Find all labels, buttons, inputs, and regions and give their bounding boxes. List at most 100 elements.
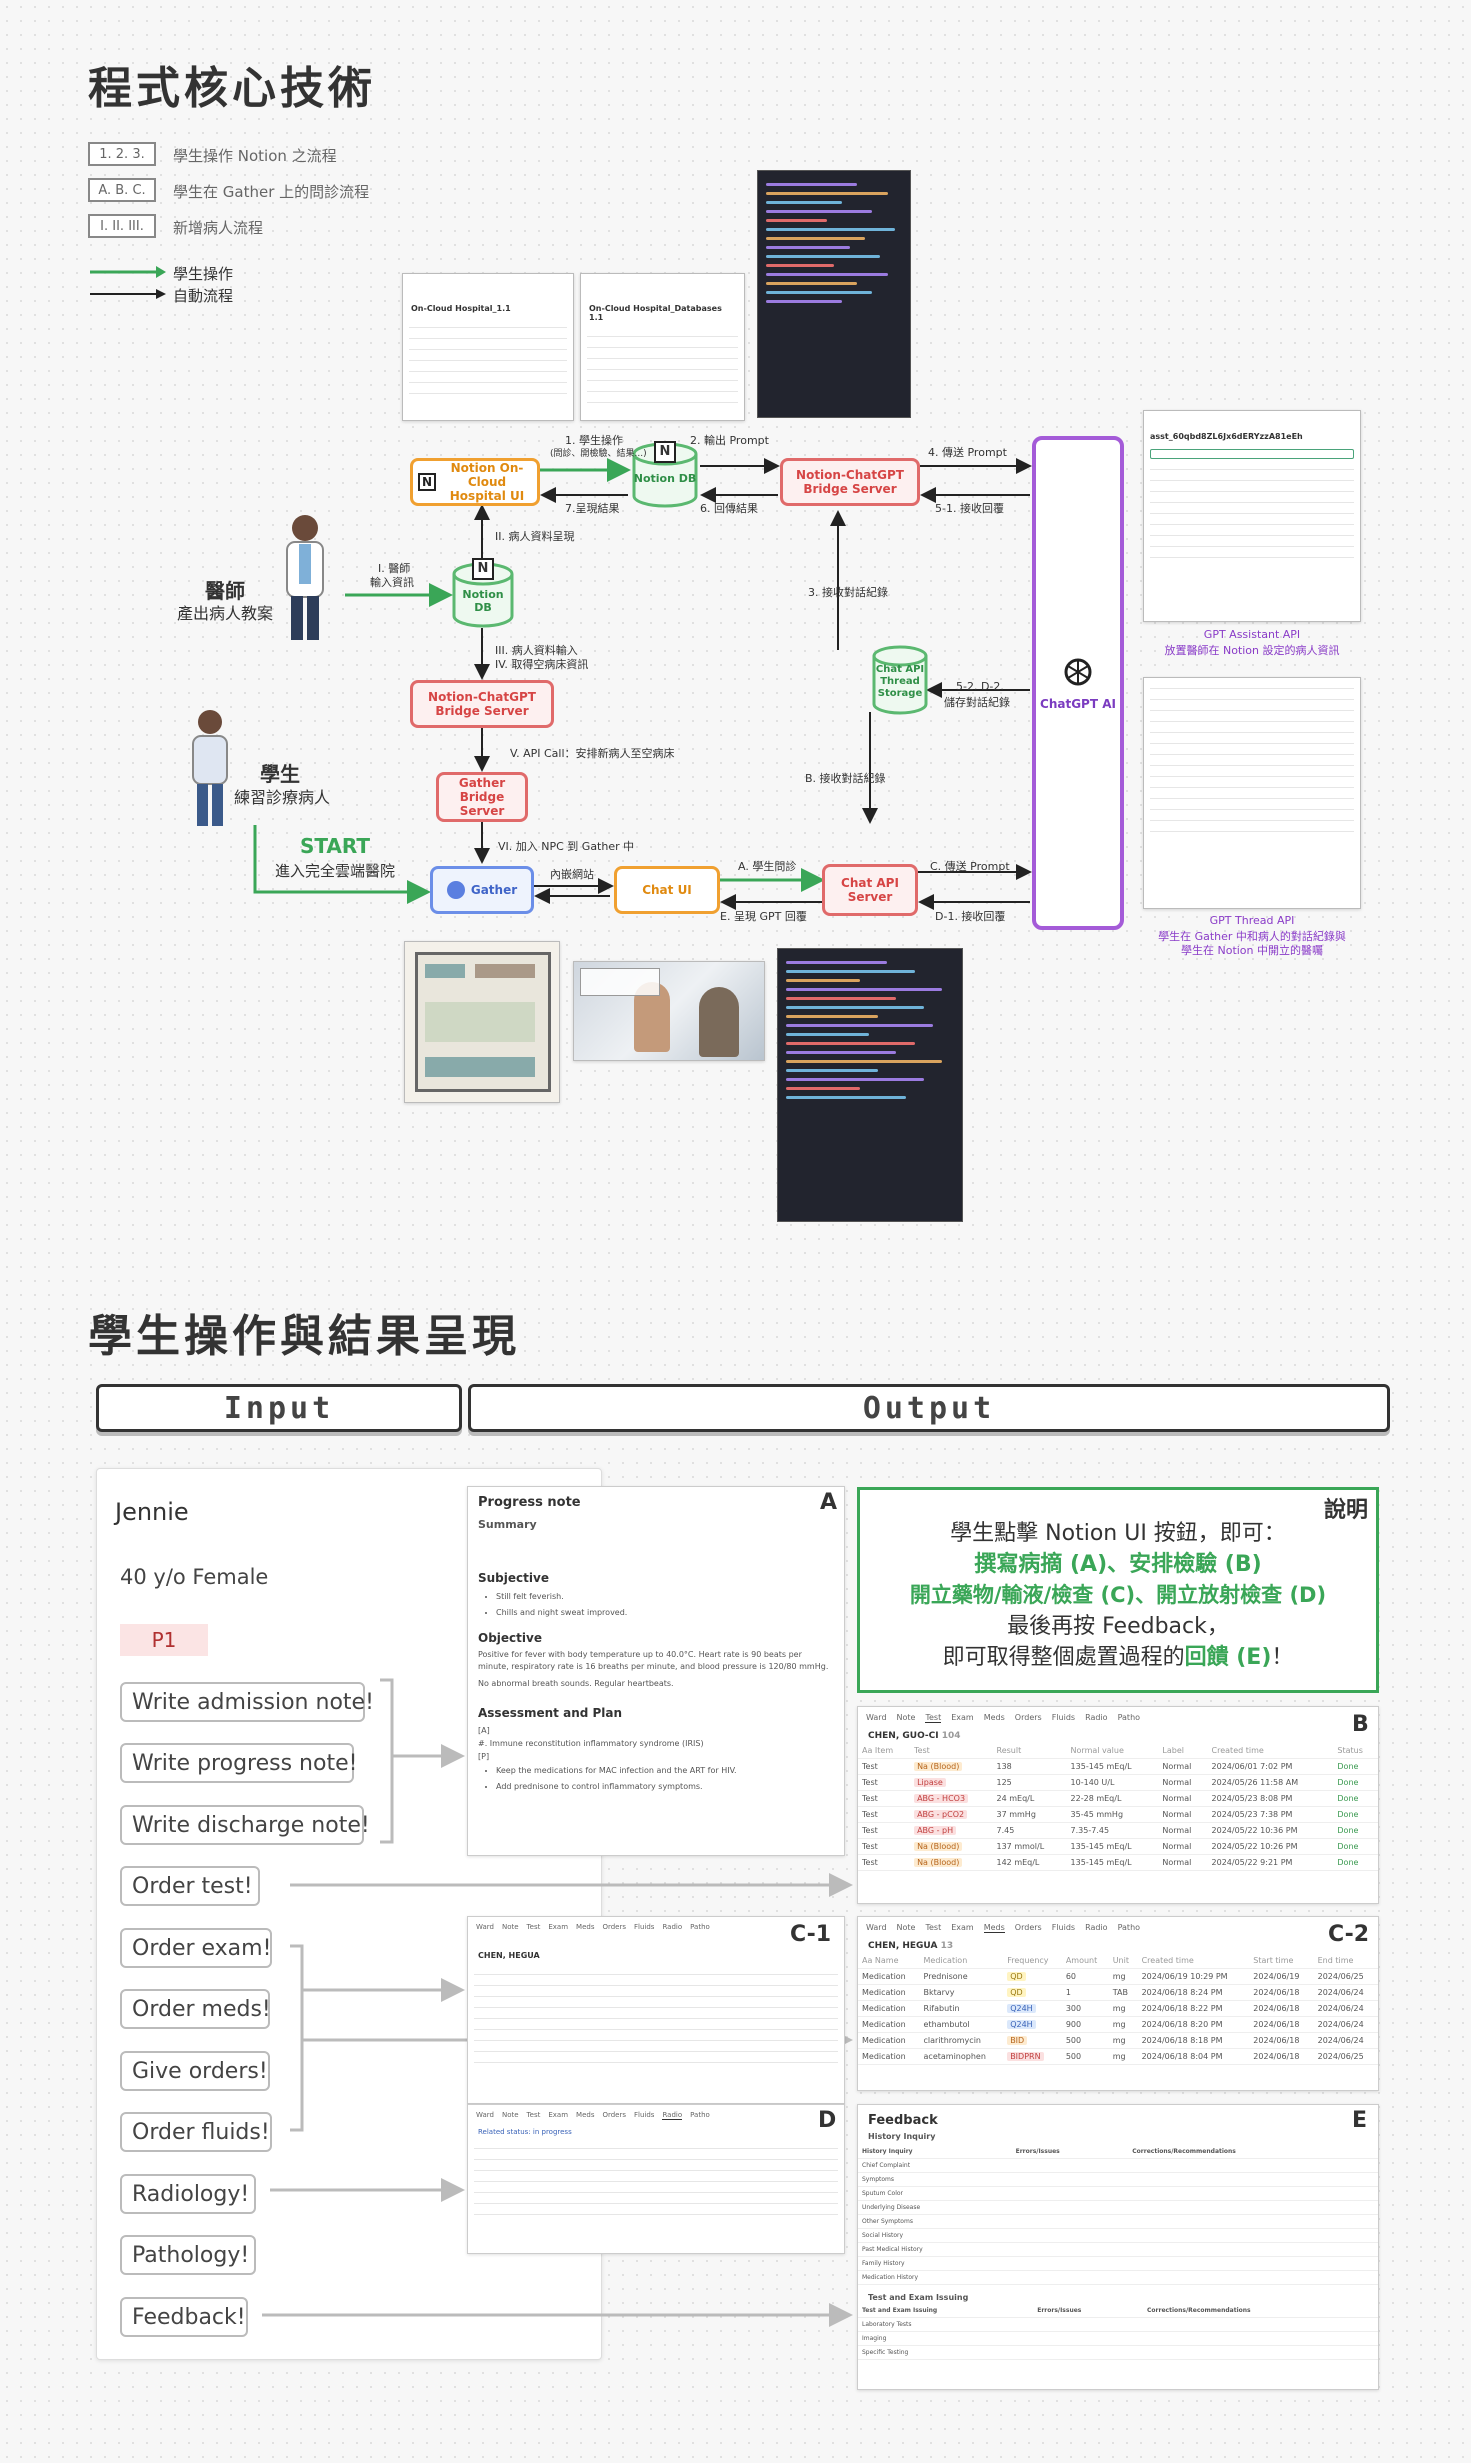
label-embed: 內嵌網站 (550, 868, 594, 881)
meds-count: 13 (940, 1941, 954, 1951)
pn-s-item-2: Chills and night sweat improved. (496, 1605, 844, 1621)
table-row: Imaging (858, 2331, 1378, 2346)
tab-fluids[interactable]: Fluids (1051, 1713, 1076, 1722)
student-label: 學生 (260, 762, 300, 786)
patient-tag: P1 (120, 1624, 208, 1656)
tab-radio[interactable]: Radio (1085, 1713, 1108, 1722)
radiology-button[interactable]: Radiology! (120, 2174, 256, 2214)
order-meds-button[interactable]: Order meds! (120, 1989, 271, 2029)
tab-ward[interactable]: Ward (866, 1713, 887, 1722)
tab-orders[interactable]: Orders (1014, 1713, 1042, 1722)
tab-patho[interactable]: Patho (1117, 1713, 1141, 1722)
section2-title: 學生操作與結果呈現 (88, 1311, 520, 1362)
feedback-panel: Feedback History Inquiry History Inquiry… (857, 2104, 1379, 2390)
section1-title: 程式核心技術 (88, 63, 376, 114)
order-test-button[interactable]: Order test! (120, 1866, 260, 1906)
bridge-server2-node: Notion-ChatGPT Bridge Server (410, 680, 554, 728)
explain-line-5c: ！ (1271, 1645, 1294, 1670)
pn-summary: Summary (478, 1518, 537, 1531)
pathology-button[interactable]: Pathology! (120, 2235, 256, 2275)
gather-node: Gather (430, 866, 534, 914)
label-5-1: 5-1. 接收回覆 (935, 502, 1004, 515)
databases-screenshot: On-Cloud Hospital_Databases 1.1 (580, 273, 745, 421)
legend-code-3: I. II. III. (88, 214, 156, 238)
progress-note-title: Progress note (478, 1495, 581, 1510)
meds-patient: CHEN, HEGUA (868, 1941, 938, 1951)
pn-ap-a: [A] (478, 1726, 490, 1735)
assistant-api-sub: 放置醫師在 Notion 設定的病人資訊 (1164, 644, 1340, 657)
write-admission-note-button[interactable]: Write admission note! (120, 1682, 374, 1722)
label-1b: (問診、開檢驗、結果...) (550, 449, 647, 459)
table-row: Underlying Disease (858, 2200, 1378, 2215)
legend-text-1: 學生操作 Notion 之流程 (173, 147, 337, 165)
notion-logo-icon: N (654, 441, 676, 463)
test-tabs: Ward Note Test Exam Meds Orders Fluids Radio Pat… (858, 1707, 1378, 1729)
doctor-sub: 產出病人教案 (176, 604, 273, 623)
explain-line-4: 最後再按 Feedback， (1007, 1614, 1229, 1639)
notion-db-label: Notion DB (633, 472, 697, 485)
label-1: 1. 學生操作 (565, 434, 623, 447)
order-fluids-button[interactable]: Order fluids! (120, 2112, 272, 2152)
explain-box: 說明 學生點擊 Notion UI 按鈕，即可： 撰寫病摘 (A)、安排檢驗 (… (857, 1487, 1379, 1693)
write-progress-note-button[interactable]: Write progress note! (120, 1743, 357, 1783)
flow-connectors (253, 458, 1032, 910)
pn-ap-p: [P] (478, 1752, 490, 1761)
explain-line-5b: 回饋 (E) (1184, 1645, 1272, 1670)
thread-storage-node (872, 645, 928, 715)
feedback-button[interactable]: Feedback! (120, 2297, 248, 2337)
label-IV: IV. 取得空病床資訊 (495, 658, 589, 671)
pn-ap-a1: #. Immune reconstitution inflammatory sy… (478, 1739, 704, 1748)
write-discharge-note-button[interactable]: Write discharge note! (120, 1805, 370, 1845)
order-exam-button[interactable]: Order exam! (120, 1928, 272, 1968)
give-orders-button[interactable]: Give orders! (120, 2051, 270, 2091)
gather-map-screenshot (404, 941, 560, 1103)
table-row: Symptoms (858, 2172, 1378, 2187)
table-row: Specific Testing (858, 2345, 1378, 2360)
tab-note[interactable]: Note (896, 1713, 916, 1722)
tab-exam[interactable]: Exam (951, 1713, 974, 1722)
corner-d: D (818, 2108, 837, 2133)
test-table-panel: Ward Note Test Exam Meds Orders Fluids Radio Pat… (857, 1706, 1379, 1904)
chat-ui-node: Chat UI (614, 866, 720, 914)
legend-code-1: 1. 2. 3. (88, 142, 156, 166)
label-E: E. 呈現 GPT 回覆 (720, 910, 807, 923)
corner-a: A (820, 1490, 838, 1515)
table-row: Past Medical History (858, 2242, 1378, 2257)
notion-logo-icon-2: N (472, 558, 494, 580)
feedback-s1: History Inquiry (868, 2132, 936, 2141)
databases-title: On-Cloud Hospital_Databases 1.1 (589, 304, 722, 322)
tab-test[interactable]: Test (925, 1713, 942, 1723)
table-row: Sputum Color (858, 2186, 1378, 2201)
label-A: A. 學生問診 (738, 860, 797, 873)
label-2: 2. 輸出 Prompt (690, 434, 769, 447)
pn-o-text: Positive for fever with body temperature… (478, 1650, 829, 1671)
label-III: III. 病人資料輸入 (495, 644, 578, 657)
output-header: Output (468, 1384, 1390, 1432)
label-V: V. API Call：安排新病人至空病床 (510, 747, 675, 760)
code-screenshot-top (757, 170, 911, 418)
label-6: 6. 回傳結果 (700, 502, 758, 515)
test-patient: CHEN, GUO-CI (868, 1731, 939, 1741)
c1-patient: CHEN, HEGUA (478, 1951, 540, 1960)
corner-e: E (1352, 2108, 1368, 2133)
corner-c1: C-1 (790, 1922, 832, 1947)
arrow-legend-lines (90, 266, 166, 299)
feedback-s2: Test and Exam Issuing (868, 2293, 969, 2302)
feedback-title: Feedback (868, 2113, 938, 2128)
bridge-server-node: Notion-ChatGPT Bridge Server (780, 458, 920, 506)
tab-meds[interactable]: Meds (983, 1713, 1005, 1722)
